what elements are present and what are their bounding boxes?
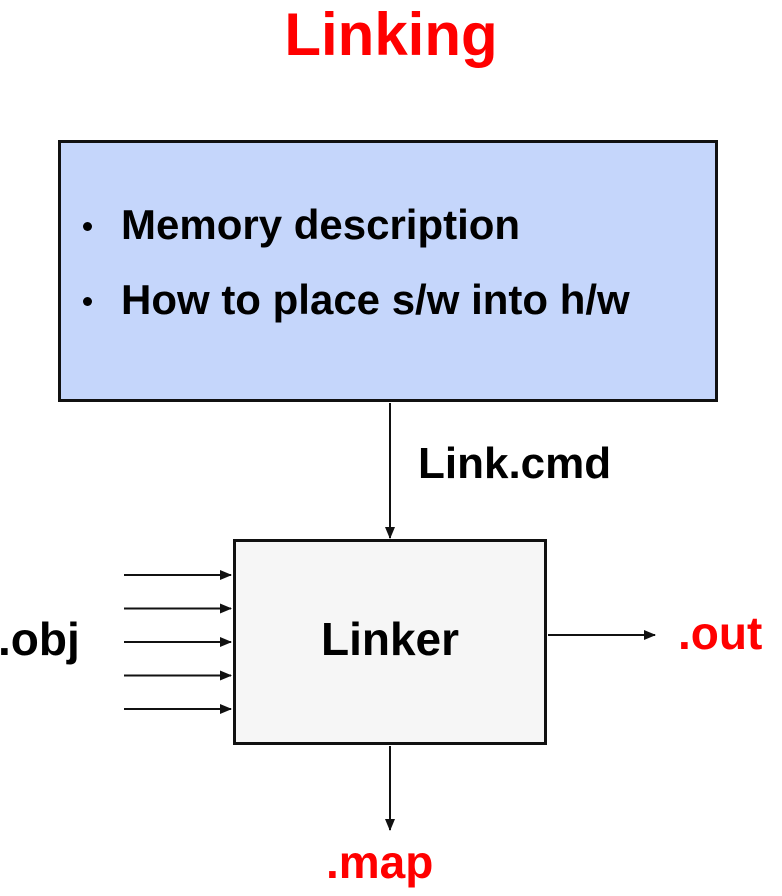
bullet-text: Memory description	[121, 201, 521, 248]
memory-spec-box: Memory description How to place s/w into…	[58, 140, 718, 402]
bullet-dot-icon	[83, 222, 92, 231]
bullet-placement: How to place s/w into h/w	[79, 276, 630, 324]
page-title: Linking	[284, 1, 498, 68]
obj-input-label: .obj	[0, 613, 80, 665]
spec-bullet-list: Memory description How to place s/w into…	[79, 201, 630, 351]
map-output-label: .map	[326, 836, 434, 888]
link-cmd-label: Link.cmd	[418, 439, 612, 488]
out-output-label: .out	[678, 607, 763, 659]
bullet-text: How to place s/w into h/w	[121, 276, 630, 323]
linker-box: Linker	[233, 539, 547, 745]
bullet-memory-description: Memory description	[79, 201, 630, 249]
bullet-dot-icon	[83, 297, 92, 306]
linker-label: Linker	[320, 613, 460, 665]
obj-input-arrows	[124, 570, 232, 714]
